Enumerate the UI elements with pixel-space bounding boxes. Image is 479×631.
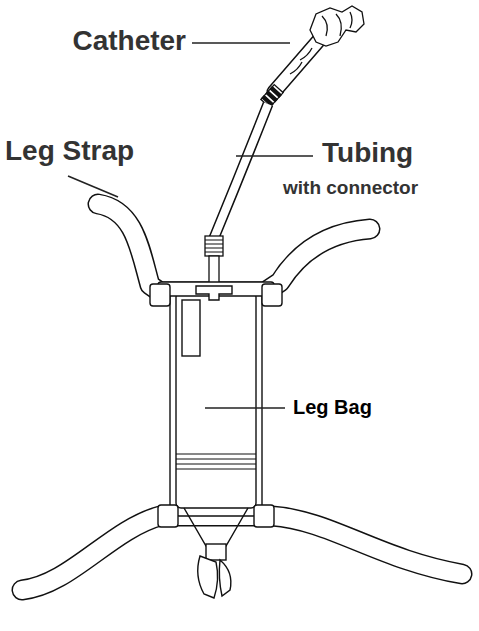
- inlet-tee: [196, 286, 232, 300]
- connector-ridges: [205, 240, 223, 252]
- top-left-slot: [150, 284, 170, 306]
- flap-valve: [182, 300, 200, 356]
- leader-line: [236, 155, 313, 157]
- part-label: Tubing: [322, 138, 413, 169]
- catheter-tip: [310, 6, 364, 46]
- leader-lines: [68, 43, 313, 408]
- leader-line: [68, 176, 118, 197]
- tubing-connector: [205, 236, 223, 256]
- part-label: Leg Strap: [5, 136, 134, 167]
- catheter-drawing: [261, 6, 364, 107]
- catheter-wrinkles: [290, 12, 352, 74]
- inlet-tube: [209, 256, 219, 284]
- bottom-right-slot: [254, 505, 274, 527]
- bottom-left-slot: [158, 505, 178, 527]
- tubing-drawing: [205, 104, 268, 284]
- bag-body: [170, 284, 262, 516]
- bag-inner-seam: [176, 292, 256, 508]
- bottom-band: [176, 454, 256, 469]
- leg-bag-drawing: [150, 282, 282, 598]
- bottom-strap-fill: [22, 516, 462, 590]
- leg-straps: [22, 204, 462, 590]
- top-right-slot: [262, 284, 282, 306]
- top-strap-fill: [98, 204, 370, 292]
- outlet-funnel: [184, 508, 248, 546]
- leader-line: [205, 407, 285, 409]
- outlet-tap: [198, 556, 231, 598]
- part-label: Leg Bag: [293, 396, 372, 418]
- outlet-spout: [206, 544, 226, 560]
- tubing-outline: [214, 104, 268, 238]
- tubing-fill: [214, 104, 268, 238]
- part-label: Catheter: [72, 26, 186, 57]
- leader-line: [192, 42, 290, 44]
- top-strap-outline: [98, 204, 370, 292]
- part-label: with connector: [283, 178, 418, 199]
- bottom-strap-outline: [22, 516, 462, 590]
